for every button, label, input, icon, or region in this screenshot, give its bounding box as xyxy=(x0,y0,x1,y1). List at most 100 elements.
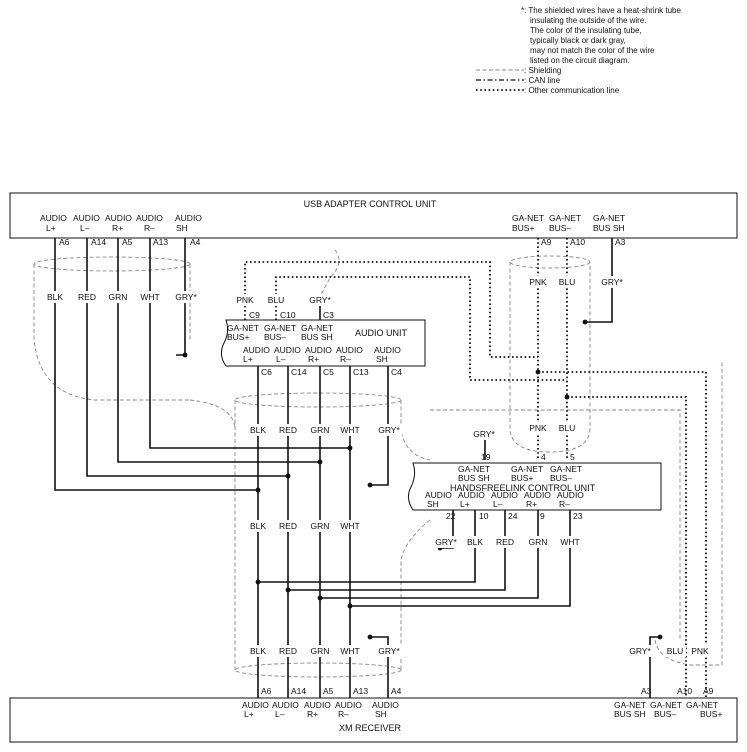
label-bg xyxy=(307,294,333,306)
splice-dot xyxy=(564,394,570,400)
pin-term-19: 19 xyxy=(481,452,491,462)
pin-sub: L+ xyxy=(460,499,470,509)
wire-hfl-wht xyxy=(350,510,571,607)
pin-term-c14: C14 xyxy=(291,367,307,377)
pin-sub: BUS SH xyxy=(301,332,333,342)
wire-label-gry: GRY* xyxy=(378,646,400,656)
pin-sub: L– xyxy=(276,354,286,364)
pin-sub: R– xyxy=(144,223,155,233)
wire-label-blu: BLU xyxy=(268,295,285,305)
usb-pin-a4: AUDIO SH A4 xyxy=(175,213,202,247)
pin-sub: R+ xyxy=(112,223,123,233)
label-bg xyxy=(664,645,686,657)
label-bg xyxy=(265,294,287,306)
wire-label-pnk: PNK xyxy=(529,277,547,287)
pin-sub: BUS+ xyxy=(227,332,249,342)
note-line-5: may not match the color of the wire xyxy=(530,46,655,55)
usb-unit-box xyxy=(9,192,738,239)
pin-term-c5: C5 xyxy=(323,367,334,377)
shield-usb-join xyxy=(189,399,236,431)
label-bg xyxy=(688,645,712,657)
pin-sub: L+ xyxy=(244,709,254,719)
wire-usb-blk xyxy=(54,238,258,491)
wire-label-red: RED xyxy=(496,537,514,547)
splice-dot xyxy=(582,319,588,325)
wire-label-gry: GRY* xyxy=(175,292,197,302)
pin-term: A4 xyxy=(190,237,201,247)
wire-label-blk: BLK xyxy=(47,292,63,302)
label-bg xyxy=(277,645,299,657)
shield-ganet-xm xyxy=(430,409,681,640)
pin-sub: SH xyxy=(375,709,387,719)
pin-term: A9 xyxy=(541,237,552,247)
wire-usb-ganet-sh xyxy=(585,238,613,323)
legend-comm-label: : Other communication line xyxy=(524,86,620,95)
pin-name: AUDIO xyxy=(40,213,67,223)
pin-term: A13 xyxy=(153,237,168,247)
wire-label-gry: GRY* xyxy=(378,425,400,435)
label-bg xyxy=(556,422,578,434)
label-bg xyxy=(233,294,257,306)
splice-dot xyxy=(285,473,291,479)
xm-unit-box xyxy=(9,697,738,743)
wire-label-red: RED xyxy=(279,646,297,656)
label-bg xyxy=(376,424,402,436)
wire-usb-wht xyxy=(149,238,350,449)
pin-name: AUDIO xyxy=(372,700,399,710)
pin-sub: L+ xyxy=(243,354,253,364)
wire-label-red: RED xyxy=(279,425,297,435)
wire-label-pnk: PNK xyxy=(529,423,547,433)
wire-hfl-blk xyxy=(258,510,476,583)
pin-term-23: 23 xyxy=(573,511,583,521)
comm-blu-xm xyxy=(567,396,687,698)
pin-term: A5 xyxy=(122,237,133,247)
shield-audio-right xyxy=(400,400,431,461)
pin-term: A6 xyxy=(59,237,70,247)
shield-hfl-right xyxy=(400,519,431,670)
pin-sub: L– xyxy=(80,223,90,233)
pin-term-10: 10 xyxy=(479,511,489,521)
pin-term-c10: C10 xyxy=(280,310,296,320)
splice-dot xyxy=(657,634,663,640)
pin-name: AUDIO xyxy=(491,490,518,500)
pin-name: AUDIO xyxy=(458,490,485,500)
mid-wire-labels: BLK RED GRN WHT GRY* xyxy=(246,424,402,436)
label-bg xyxy=(527,536,549,548)
wire-usb-red xyxy=(86,238,288,477)
pin-name: AUDIO xyxy=(272,700,299,710)
column-wire-labels: BLK RED GRN WHT xyxy=(246,520,361,532)
pin-name: GA-NET xyxy=(301,323,333,333)
comm-pnk-xm xyxy=(538,371,707,698)
pin-name: AUDIO xyxy=(425,490,452,500)
usb-pin-a6: AUDIO L+ A6 xyxy=(40,213,70,247)
pin-term-a10: A10 xyxy=(677,686,692,696)
wire-usb-grn xyxy=(117,238,320,463)
label-bg xyxy=(463,536,487,548)
wire-label-wht: WHT xyxy=(140,292,159,302)
wire-label-gry: GRY* xyxy=(473,429,495,439)
pin-term-c9: C9 xyxy=(249,310,260,320)
wire-label-gry: GRY* xyxy=(435,537,457,547)
wire-label-blu: BLU xyxy=(559,423,576,433)
shield-ganet-top xyxy=(317,249,340,301)
pin-term-c6: C6 xyxy=(261,367,272,377)
label-bg xyxy=(339,645,361,657)
label-bg xyxy=(494,536,516,548)
note-line-1: *: The shielded wires have a heat-shrink… xyxy=(521,6,681,15)
shield-top xyxy=(33,256,191,272)
wire-label-grn: GRN xyxy=(311,425,330,435)
pin-name: AUDIO xyxy=(557,490,584,500)
pin-name: AUDIO xyxy=(73,213,100,223)
wire-label-grn: GRN xyxy=(311,521,330,531)
usb-pin-a13: AUDIO R– A13 xyxy=(136,213,168,247)
legend-can-label: : CAN line xyxy=(524,76,561,85)
hfl-unit-box xyxy=(407,462,662,511)
pin-name: AUDIO xyxy=(524,490,551,500)
wire-xm-ganet-sh xyxy=(649,636,660,698)
usb-pin-a14: AUDIO L– A14 xyxy=(73,213,106,247)
pin-sub: R+ xyxy=(308,354,319,364)
label-bg xyxy=(376,645,402,657)
shield-usb-left xyxy=(33,264,190,401)
label-bg xyxy=(433,536,459,548)
pin-sub: BUS– xyxy=(549,223,571,233)
